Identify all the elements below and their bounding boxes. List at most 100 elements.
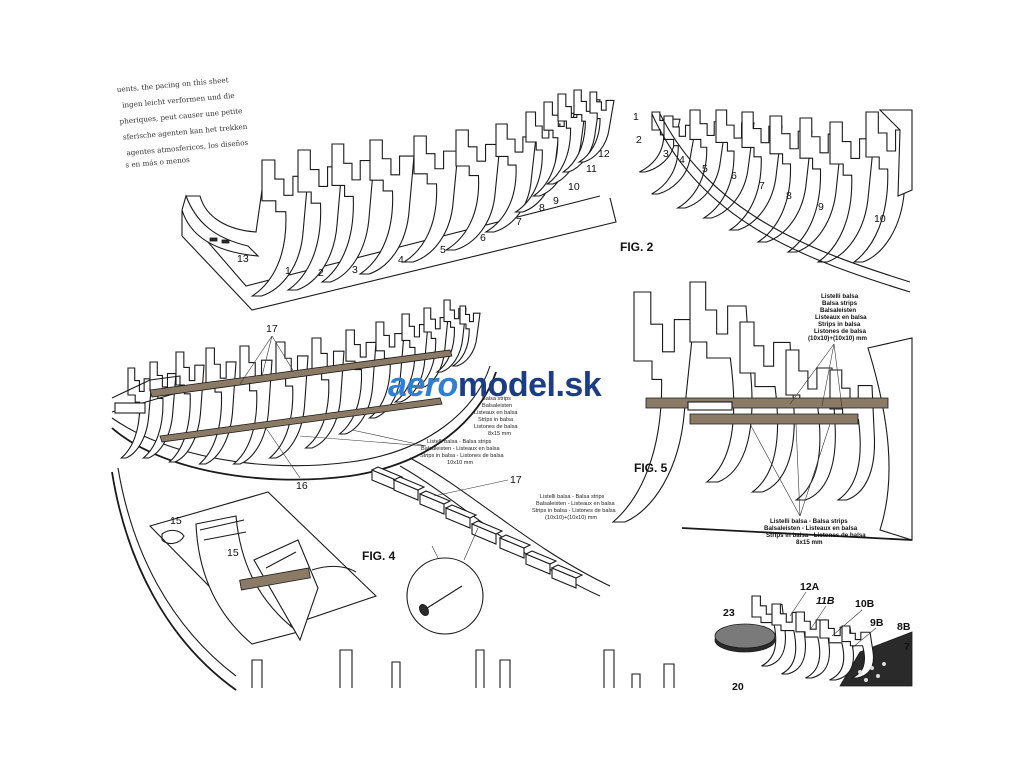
- fig5-frames-with-strips: FIG. 5 Listelli balsa Balsa strips Balsa…: [611, 281, 913, 546]
- fig6-number: 12A: [800, 581, 820, 593]
- fig6-hole: [870, 666, 874, 670]
- fig5-note-line: Listelli balsa - Balsa strips: [770, 518, 848, 525]
- fig6-frame: [841, 625, 875, 679]
- fig3-leader: [265, 427, 301, 479]
- fig3-strip-note-mid: Listelli balsa - Balsa strips Balsaleist…: [420, 439, 505, 466]
- fig1-frame-group: [250, 89, 615, 297]
- fig6-number: 10B: [855, 598, 875, 610]
- fig1-frame-number: 11: [586, 163, 597, 175]
- fig1-stern-piece: [181, 194, 260, 257]
- fig5-frame-group: [611, 281, 913, 541]
- fig4-frame-detail: [199, 519, 247, 541]
- fig1-frame-number: 1: [285, 265, 291, 277]
- fig3-frame: [367, 321, 405, 419]
- fig3-frame: [303, 337, 345, 449]
- fig2-frames-closeup: 1 2 3 4 5 6 7 8 9 10 FIG. 2: [620, 109, 913, 293]
- fig6-deck-disc-top: [714, 623, 776, 649]
- fig6-hole: [858, 670, 862, 674]
- intro-line: uents, the pacing on this sheet: [116, 75, 229, 94]
- fig4-hand-line: [311, 565, 357, 573]
- fig3-leader: [299, 429, 427, 447]
- bottom-frame-top: [631, 673, 641, 688]
- fig1-frame-number: 10: [568, 181, 580, 193]
- fig2-frame-number: 10: [874, 213, 886, 225]
- fig4-pin: [423, 585, 463, 611]
- fig3-frame: [268, 341, 309, 459]
- fig5-note-line: Balsaleisten - Listeaux en balsa: [764, 525, 858, 532]
- fig3-note-line: Balsaleisten - Listeaux en balsa: [421, 446, 501, 452]
- intro-line: ingen leicht verformen und die: [122, 91, 235, 110]
- fig1-slot: [209, 237, 218, 242]
- fig5-note-line: Strips in balsa - Listones de balsa: [766, 532, 866, 539]
- fig6-bow-frames: 12A 11B 10B 9B 8B 7 23 20: [714, 581, 913, 693]
- fig4-leader: [433, 479, 509, 497]
- fig2-stem: [878, 109, 913, 197]
- fig6-number: 11B: [816, 595, 835, 607]
- fig1-frame: [250, 159, 309, 297]
- fig4-strip-rail: [409, 457, 611, 587]
- watermark-part-aero: aero: [388, 366, 458, 404]
- fig6-number: 8B: [897, 621, 911, 633]
- fig4-strip-detail: 15 15 FIG. 4 17 Listelli balsa - Balsa s…: [148, 457, 617, 645]
- fig4-number: 15: [227, 547, 239, 559]
- fig5-leader: [789, 343, 843, 409]
- fig3-strip-note-top: Balsa strips Balsaleisten Listeaux en ba…: [474, 396, 518, 437]
- fig3-note-line: Balsa strips: [482, 396, 511, 402]
- fig3-note-line: Listones de balsa: [474, 424, 518, 430]
- fig3-frame: [393, 313, 429, 403]
- fig2-frame-number: 1: [633, 111, 639, 123]
- fig1-frame: [402, 135, 459, 263]
- fig2-label: FIG. 2: [620, 240, 654, 254]
- fig6-hull-holes: [858, 662, 886, 682]
- bottom-frame-top: [603, 649, 615, 688]
- fig3-keel-inner: [117, 467, 237, 677]
- fig2-frame: [816, 121, 875, 263]
- fig1-frame-number: 9: [553, 195, 559, 207]
- fig3-frame: [451, 305, 481, 367]
- fig4-strip-top: [418, 490, 452, 505]
- fig3-number: 17: [266, 323, 278, 335]
- bottom-frame-top: [251, 659, 263, 688]
- fig2-frame-number: 2: [636, 134, 642, 146]
- fig5-label: FIG. 5: [634, 461, 668, 475]
- fig4-strip-top: [498, 534, 532, 549]
- fig4-strip-top: [550, 564, 584, 579]
- fig4-clamp: [161, 529, 185, 545]
- fig6-hole: [882, 662, 886, 666]
- fig2-frame-number: 5: [702, 163, 708, 175]
- fig5-note-line: Listeaux en balsa: [815, 314, 867, 321]
- fig5-note-bottom: Listelli balsa - Balsa strips Balsaleist…: [764, 518, 866, 546]
- fig6-leader: [789, 591, 877, 649]
- fig3-keel: [111, 471, 237, 691]
- fig3-hull-bottom-inner: [111, 365, 491, 467]
- fig1-frame-number: 13: [237, 253, 249, 265]
- fig4-strip-top: [370, 466, 404, 481]
- fig6-number: 7: [904, 641, 910, 653]
- fig4-pin-head: [419, 604, 429, 616]
- fig3-leader: [239, 335, 295, 385]
- watermark-part-model: model.sk: [457, 366, 602, 404]
- fig4-strip-top: [470, 520, 504, 535]
- fig4-sanding-block: [239, 567, 311, 591]
- fig3-strip: [159, 397, 443, 443]
- fig1-frame: [444, 129, 501, 251]
- fig4-note-line: Strips in balsa - Listones de balsa: [532, 508, 617, 514]
- fig2-frame-number: 6: [731, 170, 737, 182]
- fig1-board-top: [181, 195, 601, 287]
- fig4-detail-leader: [431, 527, 479, 561]
- fig6-number: 9B: [870, 617, 884, 629]
- fig3-frame: [232, 345, 273, 465]
- fig5-note-line: 8x15 mm: [796, 539, 823, 546]
- fig5-keel: [681, 527, 913, 541]
- fig5-note-line: Listelli balsa: [821, 293, 859, 300]
- fig1-frame-number: 6: [480, 232, 486, 244]
- bottom-frame-top: [499, 659, 511, 688]
- fig6-number: 20: [732, 681, 744, 693]
- fig1-frame-number: 7: [516, 216, 522, 228]
- fig2-frame: [675, 109, 727, 209]
- fig5-note-line: Listones de balsa: [814, 328, 866, 335]
- fig1-frame-number: 3: [352, 264, 358, 276]
- fig6-hole: [864, 678, 868, 682]
- fig1-frame: [358, 139, 415, 275]
- fig3-stern-deck: [111, 375, 181, 413]
